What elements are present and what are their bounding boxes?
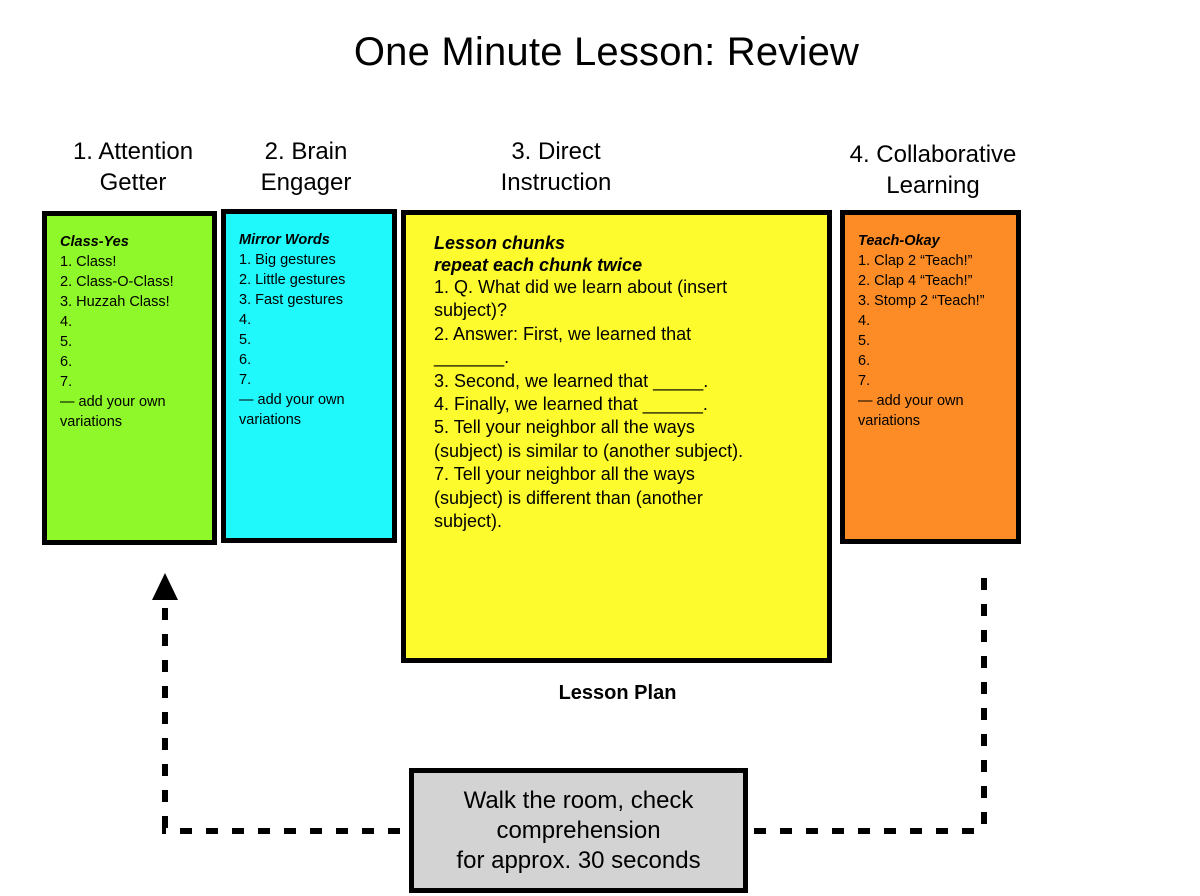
list-item: 1. Class! <box>60 254 117 270</box>
list-item: — add your own variations <box>239 392 345 428</box>
heading-line: 4. Collaborative <box>849 141 1017 168</box>
card-list: 1. Q. What did we learn about (insert su… <box>434 276 752 533</box>
walk-box-line: for approx. 30 seconds <box>456 846 701 874</box>
list-item: 3. Huzzah Class! <box>60 294 170 310</box>
list-item: 3. Stomp 2 “Teach!” <box>858 293 985 309</box>
heading-line: 2. Brain <box>264 138 348 165</box>
heading-line: Getter <box>99 169 167 196</box>
card-list: 1. Clap 2 “Teach!” 2. Clap 4 “Teach!” 3.… <box>858 251 1008 431</box>
list-item: 4. <box>239 312 252 328</box>
attention-getter-card: Class-Yes 1. Class! 2. Class-O-Class! 3.… <box>42 211 217 545</box>
list-item: — add your own variations <box>858 393 964 429</box>
diagram-title: One Minute Lesson: Review <box>353 30 860 74</box>
walk-the-room-box: Walk the room, check comprehension for a… <box>409 768 748 893</box>
list-item: 2. Clap 4 “Teach!” <box>858 273 973 289</box>
heading-line: Instruction <box>500 169 612 196</box>
list-item: 2. Class-O-Class! <box>60 274 174 290</box>
column-heading-direct-instruction: 3. Direct Instruction <box>470 136 642 198</box>
card-list: 1. Big gestures 2. Little gestures 3. Fa… <box>239 250 384 430</box>
lesson-plan-caption: Lesson Plan <box>558 682 677 704</box>
list-item: 7. <box>60 374 73 390</box>
direct-instruction-card: Lesson chunks repeat each chunk twice 1.… <box>401 210 832 663</box>
card-title: Teach-Okay <box>858 233 940 249</box>
heading-line: 3. Direct <box>511 138 601 165</box>
card-title-line: Lesson chunks <box>434 233 566 253</box>
walk-box-line: comprehension <box>496 816 661 844</box>
list-item: 3. Second, we learned that _____. <box>434 370 709 391</box>
list-item: 5. <box>60 334 73 350</box>
list-item: 2. Answer: First, we learned that ______… <box>434 323 692 368</box>
list-item: — add your own variations <box>60 394 166 430</box>
list-item: 2. Little gestures <box>239 272 346 288</box>
list-item: 5. <box>239 332 252 348</box>
list-item: 1. Clap 2 “Teach!” <box>858 253 973 269</box>
list-item: 1. Q. What did we learn about (insert su… <box>434 277 728 321</box>
column-heading-collaborative-learning: 4. Collaborative Learning <box>830 139 1036 201</box>
walk-box-text: Walk the room, check comprehension for a… <box>456 786 700 876</box>
list-item: 7. <box>858 373 871 389</box>
collaborative-learning-card: Teach-Okay 1. Clap 2 “Teach!” 2. Clap 4 … <box>840 210 1021 544</box>
card-list: 1. Class! 2. Class-O-Class! 3. Huzzah Cl… <box>60 252 204 432</box>
list-item: 5. <box>858 333 871 349</box>
list-item: 6. <box>239 352 252 368</box>
list-item: 4. Finally, we learned that ______. <box>434 394 708 415</box>
list-item: 6. <box>60 354 73 370</box>
card-title: Class-Yes <box>60 234 129 250</box>
heading-line: 1. Attention <box>72 138 194 165</box>
list-item: 7. Tell your neighbor all the ways (subj… <box>434 464 703 532</box>
list-item: 6. <box>858 353 871 369</box>
card-title: Mirror Words <box>239 232 330 248</box>
column-heading-brain-engager: 2. Brain Engager <box>238 136 374 198</box>
brain-engager-card: Mirror Words 1. Big gestures 2. Little g… <box>221 209 397 543</box>
list-item: 4. <box>858 313 871 329</box>
heading-line: Engager <box>260 169 352 196</box>
list-item: 1. Big gestures <box>239 252 336 268</box>
list-item: 3. Fast gestures <box>239 292 343 308</box>
walk-box-line: Walk the room, check <box>463 786 694 814</box>
list-item: 7. <box>239 372 252 388</box>
heading-line: Learning <box>886 172 980 199</box>
list-item: 4. <box>60 314 73 330</box>
column-heading-attention-getter: 1. Attention Getter <box>63 136 203 198</box>
list-item: 5. Tell your neighbor all the ways (subj… <box>434 417 744 461</box>
arrow-up-icon <box>152 573 178 600</box>
card-title-line: repeat each chunk twice <box>434 255 643 275</box>
